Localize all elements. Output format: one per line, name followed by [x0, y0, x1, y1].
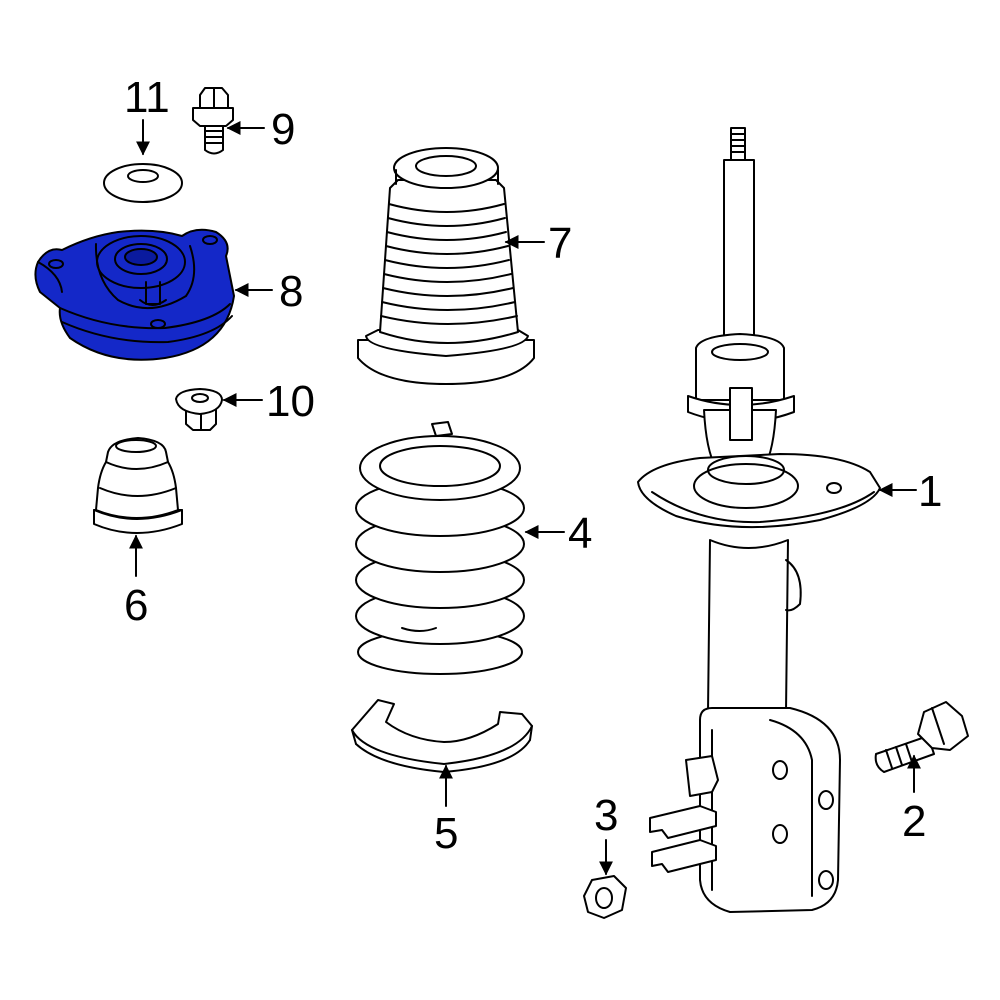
callout-4: 4: [568, 509, 593, 558]
nut-part-3[interactable]: [583, 875, 627, 919]
callout-6: 6: [124, 581, 149, 630]
spring-seat-part-5[interactable]: [351, 699, 533, 773]
strut-assembly-part-1[interactable]: [637, 127, 881, 913]
strut-mount-part-8[interactable]: [34, 228, 235, 361]
callout-1: 1: [918, 467, 943, 516]
flange-nut-part-10[interactable]: [175, 388, 223, 431]
callout-2: 2: [902, 797, 927, 846]
washer-part-11[interactable]: [103, 163, 183, 203]
callout-9: 9: [271, 105, 296, 154]
callout-11: 11: [124, 73, 170, 122]
bolt-part-2[interactable]: [874, 701, 969, 773]
callout-7: 7: [548, 219, 573, 268]
bolt-part-9[interactable]: [192, 87, 234, 155]
dust-boot-part-7[interactable]: [357, 147, 535, 385]
callout-10: 10: [266, 377, 315, 426]
callout-5: 5: [434, 809, 459, 858]
coil-spring-part-4[interactable]: [355, 421, 525, 675]
callout-3: 3: [594, 791, 619, 840]
callout-8: 8: [279, 267, 304, 316]
bump-stop-part-6[interactable]: [93, 437, 183, 534]
